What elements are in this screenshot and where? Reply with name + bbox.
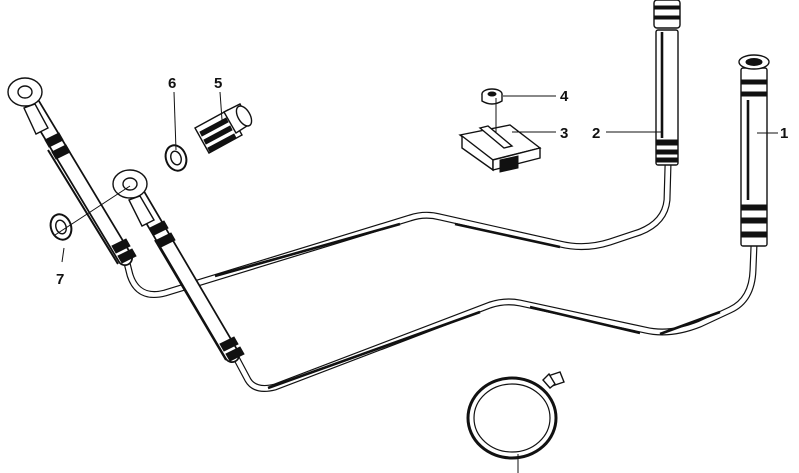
holder-bracket [458, 124, 542, 173]
leader-lines [54, 91, 778, 473]
banjo-hose-right [112, 169, 245, 363]
callout-1: 1 [780, 125, 788, 142]
nut [481, 88, 503, 105]
callout-4: 4 [560, 88, 569, 105]
banjo-hose-left [7, 77, 137, 266]
callout-7: 7 [56, 271, 64, 288]
sealing-ring-6 [164, 144, 188, 172]
hose-clamp [466, 371, 565, 460]
callout-5: 5 [214, 75, 222, 92]
callout-2: 2 [592, 125, 600, 142]
sealing-ring-7 [49, 213, 73, 241]
callout-3: 3 [560, 125, 568, 142]
callout-6: 6 [168, 75, 176, 92]
oil-line-2 [121, 0, 681, 298]
callouts: 1 2 3 4 5 6 7 [56, 75, 788, 288]
banjo-bolt [194, 103, 253, 154]
oil-line-1 [228, 54, 770, 392]
